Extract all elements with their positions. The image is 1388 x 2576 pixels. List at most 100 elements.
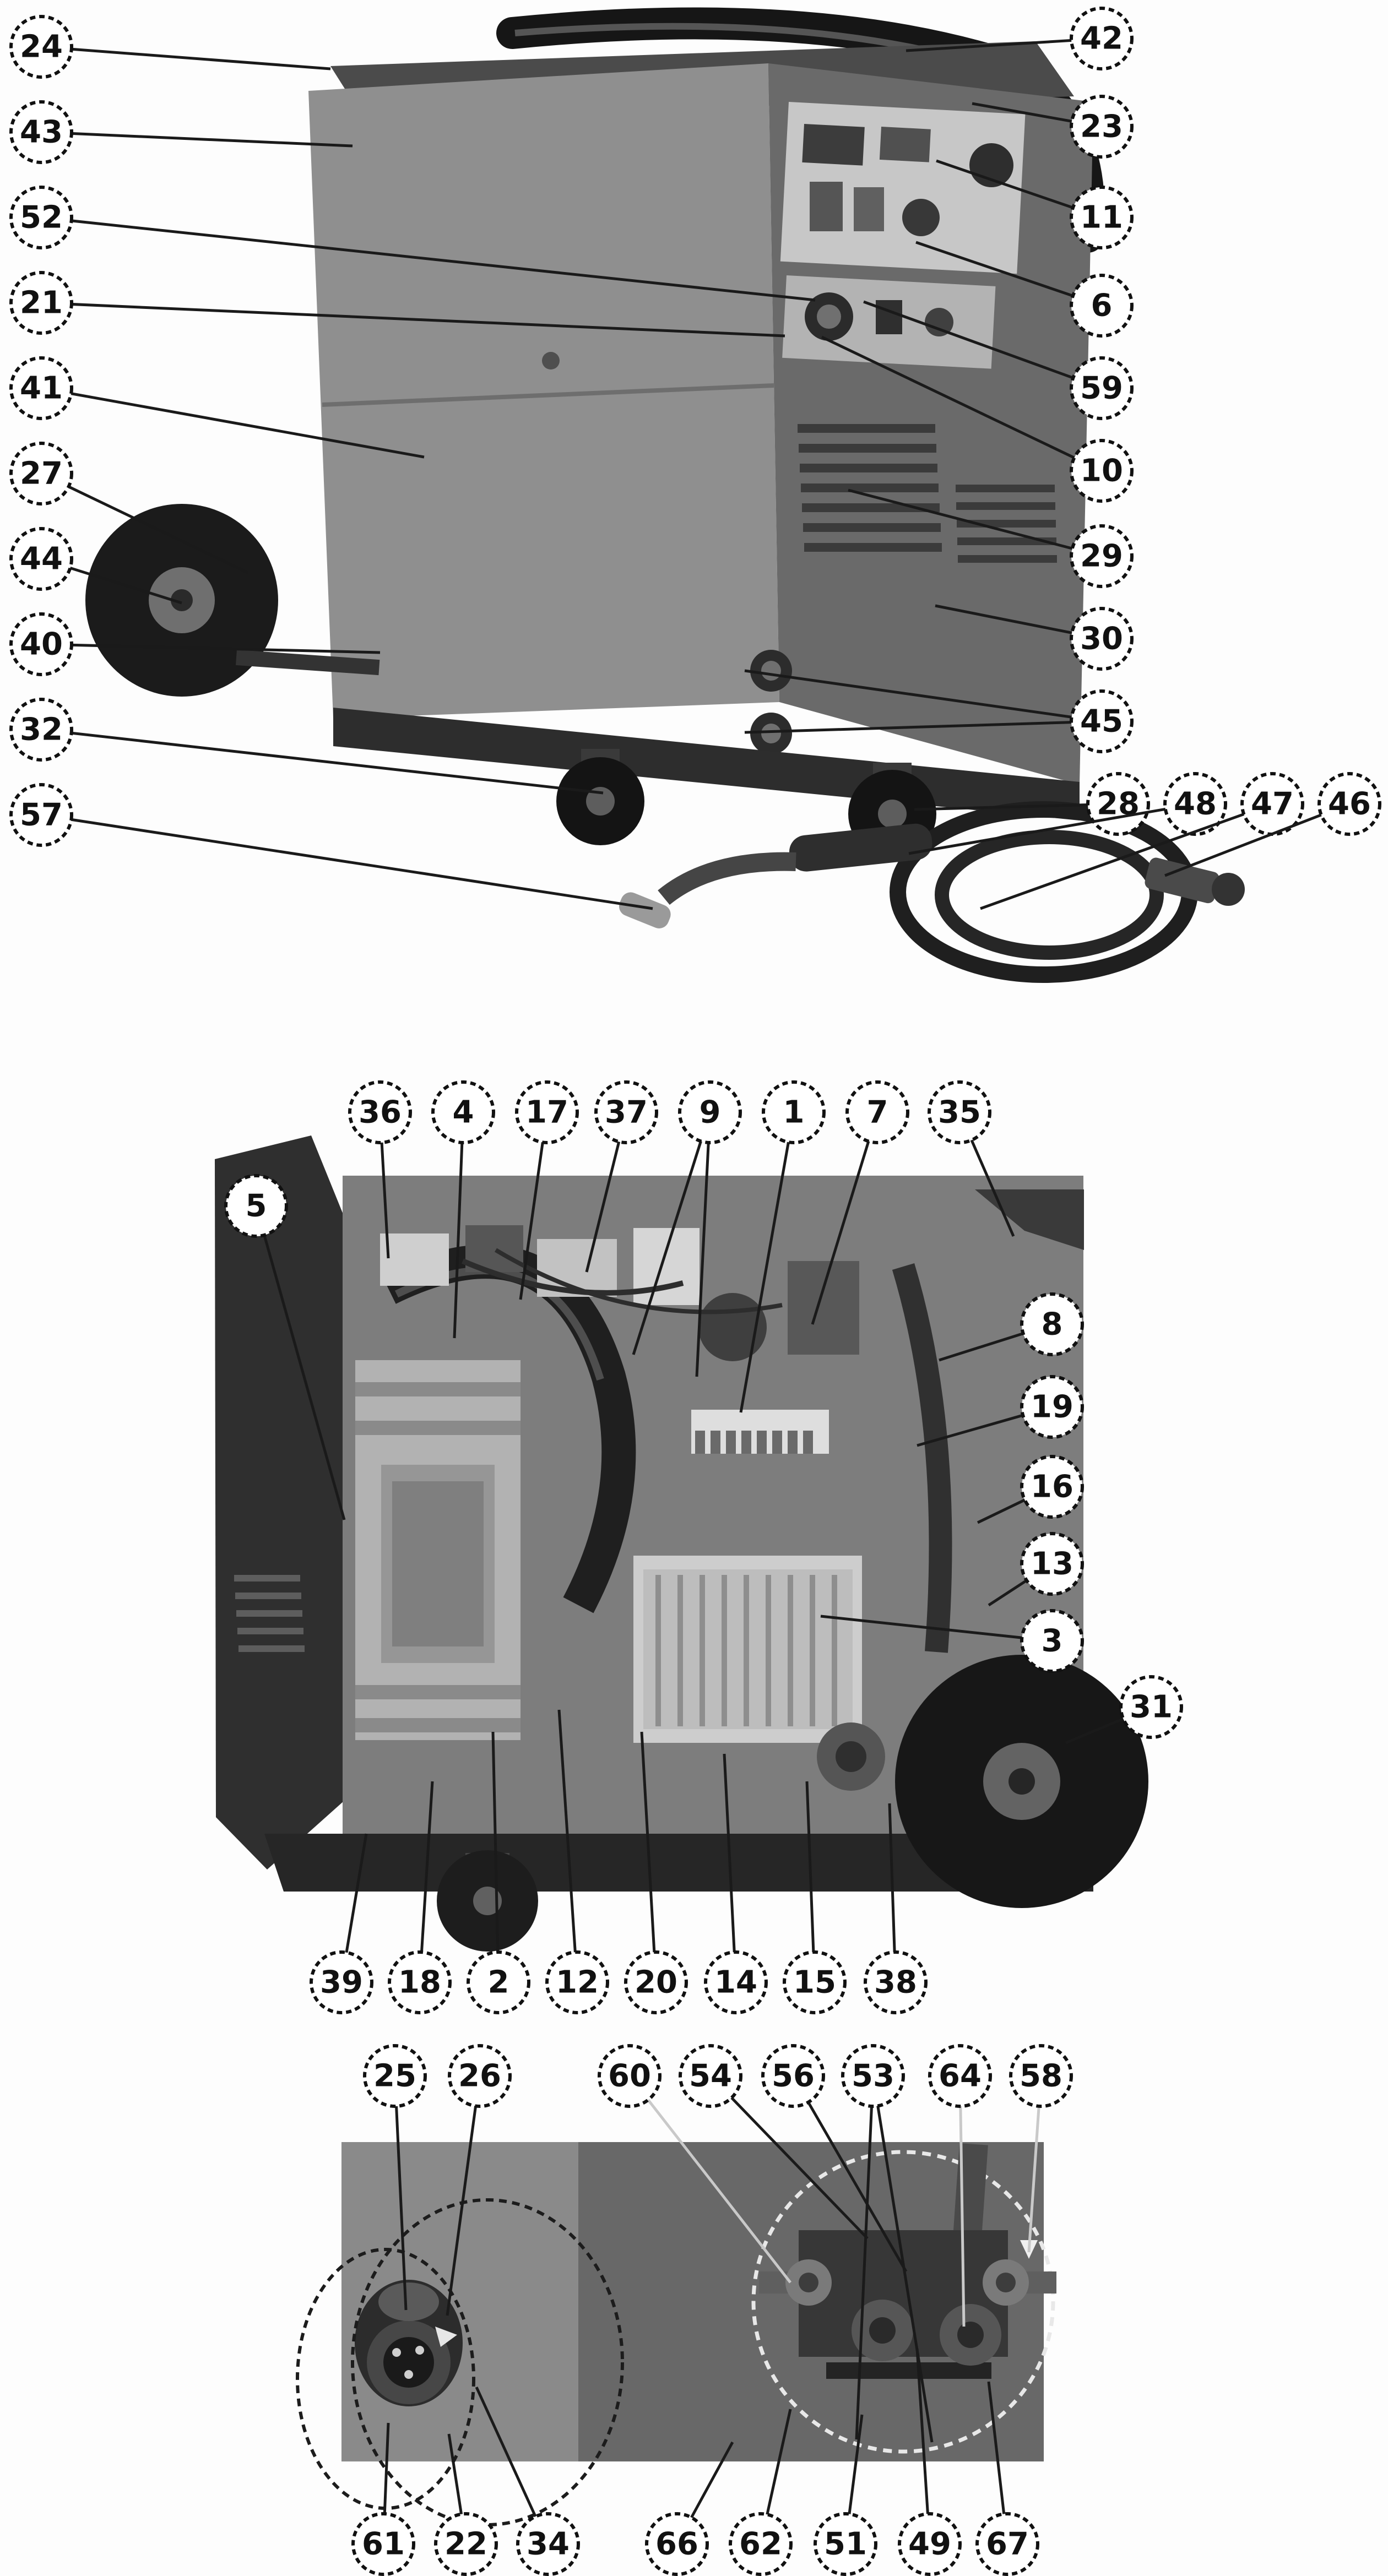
leader-line-29	[848, 488, 1102, 558]
side-door-panel	[308, 63, 779, 719]
callout-number-51: 51	[824, 2526, 867, 2562]
callout-number-40: 40	[20, 627, 63, 662]
side-panel-vents	[234, 1575, 305, 1652]
callout-number-5: 5	[246, 1188, 267, 1224]
rocker-switch	[876, 300, 902, 334]
leader-line-4	[453, 1112, 465, 1339]
callout-number-12: 12	[556, 1965, 599, 2001]
callout-circle-61	[351, 2512, 415, 2576]
callout-number-58: 58	[1020, 2058, 1062, 2094]
callout-circle-44	[9, 527, 73, 591]
interior-rear-wheel-axle	[1009, 1768, 1035, 1795]
callout-number-29: 29	[1080, 539, 1123, 574]
display-window	[802, 124, 865, 166]
callout-circle-40	[9, 612, 73, 676]
callout-circle-52	[9, 186, 73, 249]
callout-number-37: 37	[605, 1095, 648, 1131]
callout-number-26: 26	[458, 2058, 501, 2094]
leader-line-60	[628, 2075, 791, 2284]
leader-line-53	[871, 2075, 934, 2443]
callout-number-66: 66	[655, 2526, 698, 2562]
leader-line-15	[805, 1781, 816, 1983]
leader-line-1	[739, 1112, 795, 1413]
callout-number-10: 10	[1080, 453, 1123, 489]
detail-region-ellipse-right	[351, 2198, 624, 2526]
callout-circle-4	[431, 1080, 495, 1144]
callout-number-61: 61	[362, 2526, 405, 2562]
callout-number-4: 4	[453, 1095, 474, 1131]
terminal-strip	[691, 1410, 829, 1454]
leader-line-5	[254, 1205, 346, 1520]
callout-number-46: 46	[1328, 786, 1371, 822]
leader-line-18	[418, 1781, 434, 1983]
leader-line-2	[491, 1731, 500, 1983]
main-transformer	[355, 1360, 520, 1740]
interior-view-illustration	[215, 1135, 1148, 1952]
top-right-bracket	[975, 1189, 1084, 1250]
callout-number-56: 56	[772, 2058, 815, 2094]
right-wire-bundle	[892, 1263, 952, 1653]
panel-switch-block-2	[854, 187, 884, 231]
callout-circle-53	[841, 2044, 905, 2108]
callout-number-6: 6	[1091, 288, 1113, 324]
leader-line-28	[914, 802, 1119, 811]
callout-circle-30	[1070, 607, 1134, 671]
callout-number-27: 27	[20, 456, 63, 492]
callout-number-67: 67	[986, 2526, 1029, 2562]
vent-louvers	[798, 424, 1057, 563]
callout-number-8: 8	[1042, 1307, 1063, 1343]
callout-number-44: 44	[20, 541, 63, 577]
callout-circle-17	[515, 1080, 579, 1144]
callout-circle-64	[928, 2044, 992, 2108]
leader-line-48	[908, 802, 1196, 855]
interior-side-panel	[215, 1135, 344, 1869]
callout-circle-34	[516, 2512, 580, 2576]
callout-circle-22	[434, 2512, 498, 2576]
callout-number-59: 59	[1080, 371, 1123, 406]
callout-number-21: 21	[20, 285, 63, 321]
callout-number-41: 41	[20, 371, 63, 406]
callout-circle-48	[1163, 772, 1227, 836]
callout-number-3: 3	[1042, 1623, 1063, 1659]
callout-circle-35	[928, 1080, 991, 1144]
callout-circle-16	[1020, 1455, 1084, 1519]
dinse-socket-upper-pin	[761, 661, 781, 681]
callout-number-11: 11	[1080, 200, 1123, 236]
leader-line-24	[41, 45, 331, 70]
callout-number-34: 34	[527, 2526, 570, 2562]
leader-line-32	[41, 728, 604, 795]
callout-number-43: 43	[20, 115, 63, 150]
callout-number-32: 32	[20, 712, 63, 748]
callout-circle-43	[9, 100, 73, 164]
callout-circle-46	[1317, 772, 1381, 836]
callout-circle-36	[348, 1080, 412, 1144]
callout-number-7: 7	[867, 1095, 888, 1131]
callout-circle-26	[448, 2044, 512, 2108]
callout-circle-57	[9, 783, 73, 847]
detail-view-illustration	[296, 2142, 1056, 2526]
leader-line-14	[723, 1753, 738, 1983]
callout-circle-5	[224, 1174, 288, 1238]
callout-number-60: 60	[608, 2058, 651, 2094]
callout-number-57: 57	[20, 797, 63, 833]
callout-circle-21	[9, 271, 73, 335]
callout-circle-59	[1070, 356, 1134, 420]
leader-line-56	[791, 2075, 908, 2273]
callout-number-53: 53	[852, 2058, 894, 2094]
axle-bar	[236, 650, 380, 676]
leader-line-53	[855, 2075, 875, 2440]
callout-number-38: 38	[874, 1965, 917, 2001]
leader-line-26	[446, 2075, 481, 2316]
leader-line-43	[41, 131, 353, 148]
callout-number-19: 19	[1031, 1389, 1073, 1425]
pcb-heatsink	[633, 1556, 862, 1743]
door-seam	[322, 383, 774, 407]
callout-number-15: 15	[793, 1965, 836, 2001]
leader-line-10	[821, 335, 1103, 472]
callout-circle-66	[645, 2512, 709, 2576]
callout-circle-3	[1020, 1609, 1084, 1673]
callout-number-2: 2	[488, 1965, 509, 2001]
callout-circle-2	[467, 1950, 530, 2014]
callout-circle-51	[814, 2512, 877, 2576]
dinse-socket-lower-pin	[761, 724, 781, 743]
